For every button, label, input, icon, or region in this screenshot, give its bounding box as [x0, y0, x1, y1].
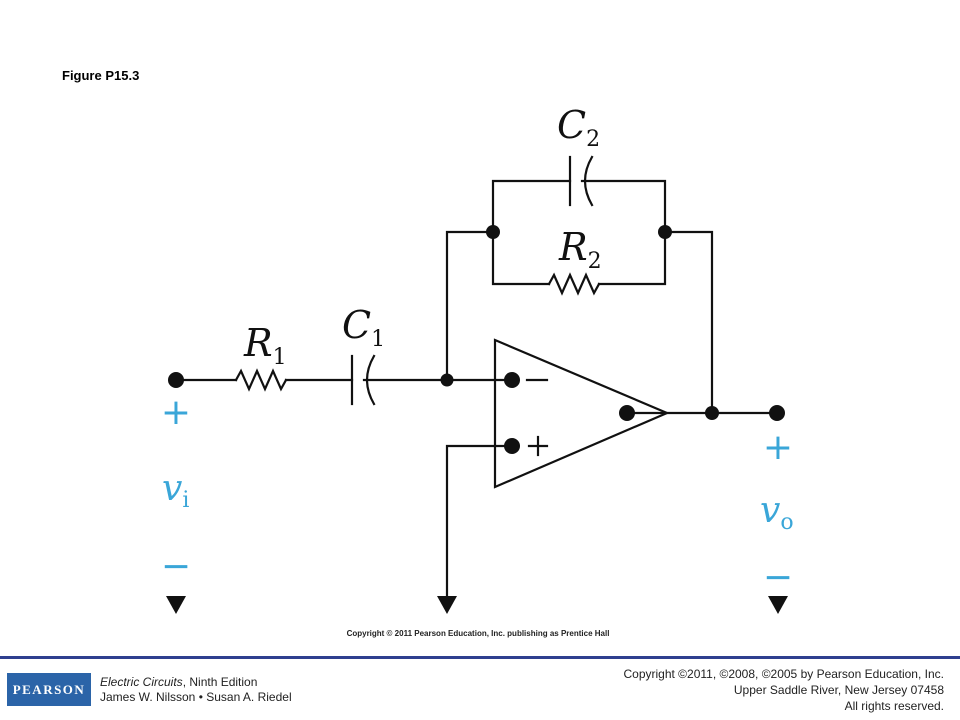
r1-label: R1 — [243, 321, 287, 370]
book-info: Electric Circuits, Ninth Edition James W… — [100, 675, 292, 705]
c2-branch-wire — [491, 179, 572, 234]
figure-label: Figure P15.3 — [62, 68, 140, 83]
ground-arrow-input — [166, 596, 186, 614]
node-feedback-right — [658, 225, 672, 239]
footer-rule — [0, 656, 960, 659]
footer-copyright: Copyright ©2011, ©2008, ©2005 by Pearson… — [623, 666, 944, 714]
footer-copyright-line-2: Upper Saddle River, New Jersey 07458 — [733, 683, 944, 697]
node-inverting-input — [504, 372, 520, 388]
c2-branch-right-wire — [580, 179, 667, 234]
node-opamp-output — [619, 405, 635, 421]
output-voltage-label: vo — [760, 490, 794, 535]
book-title: Electric Circuits — [100, 675, 183, 689]
opamp-plus-sign — [527, 435, 549, 457]
node-inverting-junction — [440, 373, 454, 387]
resistor-r2 — [547, 272, 601, 296]
output-minus-label: − — [763, 557, 793, 598]
ground-arrow-output — [768, 596, 788, 614]
r2-branch-right-wire — [597, 230, 667, 286]
input-terminal — [168, 372, 184, 388]
output-plus-label: + — [763, 427, 793, 468]
c2-label: C2 — [557, 103, 600, 152]
ground-arrow-opamp — [437, 596, 457, 614]
r2-label: R2 — [558, 225, 602, 274]
opamp-triangle — [493, 338, 670, 489]
node-feedback-left — [486, 225, 500, 239]
footer-copyright-line-1: Copyright ©2011, ©2008, ©2005 by Pearson… — [623, 667, 944, 681]
book-authors: James W. Nilsson • Susan A. Riedel — [100, 690, 292, 704]
footer-copyright-line-3: All rights reserved. — [844, 699, 944, 713]
book-edition: , Ninth Edition — [182, 675, 258, 689]
node-output-junction — [705, 406, 719, 420]
feedback-right-wire — [663, 230, 714, 415]
diagram-copyright: Copyright © 2011 Pearson Education, Inc.… — [346, 629, 610, 638]
noninverting-ground-wire — [445, 444, 514, 600]
feedback-left-wire — [445, 230, 495, 382]
node-noninverting-input — [504, 438, 520, 454]
c1-label: C1 — [342, 303, 385, 352]
pearson-logo: PEARSON — [7, 673, 91, 706]
resistor-r1 — [234, 368, 288, 392]
input-minus-label: − — [161, 546, 191, 587]
r2-branch-wire — [491, 230, 551, 286]
input-voltage-label: vi — [162, 468, 189, 513]
pearson-logo-text: PEARSON — [12, 681, 86, 697]
circuit-diagram: R1 C1 R2 C2 + vi − + vo − — [161, 103, 794, 614]
output-terminal — [769, 405, 785, 421]
book-title-line: Electric Circuits, Ninth Edition — [100, 675, 292, 690]
input-plus-label: + — [161, 392, 191, 433]
